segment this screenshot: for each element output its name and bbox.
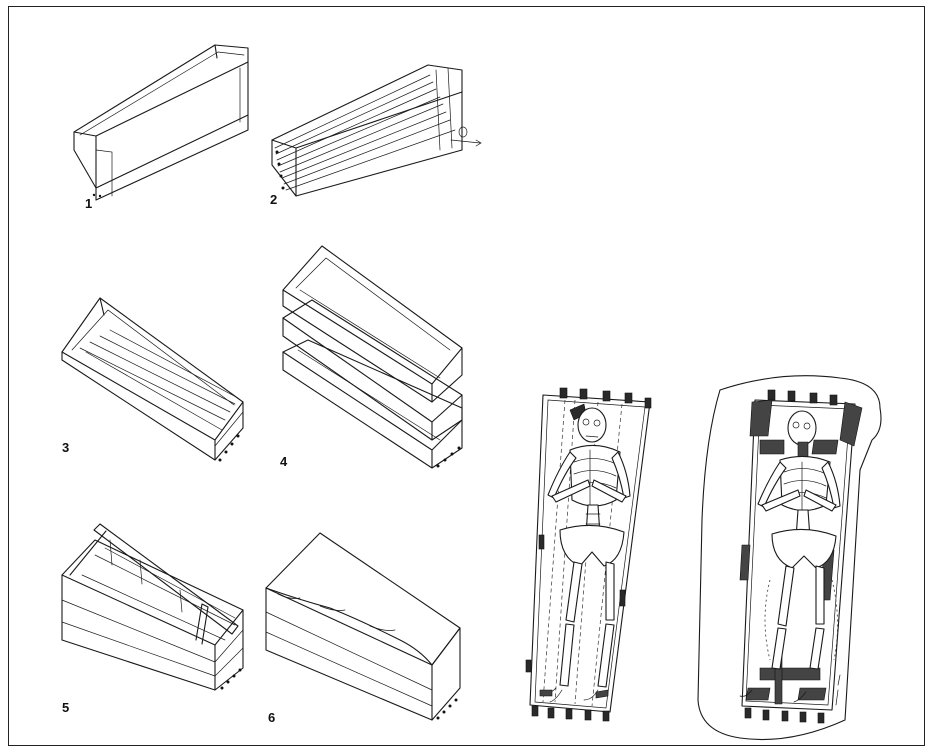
coffin-step-4: [282, 245, 463, 469]
label-4: 4: [280, 454, 288, 469]
label-6: 6: [268, 710, 275, 725]
coffin-step-1: [73, 44, 249, 201]
label-2: 2: [270, 192, 277, 207]
label-1: 1: [85, 196, 92, 211]
label-5: 5: [62, 700, 69, 715]
coffin-step-3: [61, 297, 244, 462]
coffin-step-2: [271, 64, 482, 197]
burial-plan-left: [525, 387, 652, 722]
label-3: 3: [62, 440, 69, 455]
burial-plan-right: [697, 375, 882, 741]
coffin-step-5: [61, 523, 244, 691]
coffin-step-6: [265, 532, 461, 721]
